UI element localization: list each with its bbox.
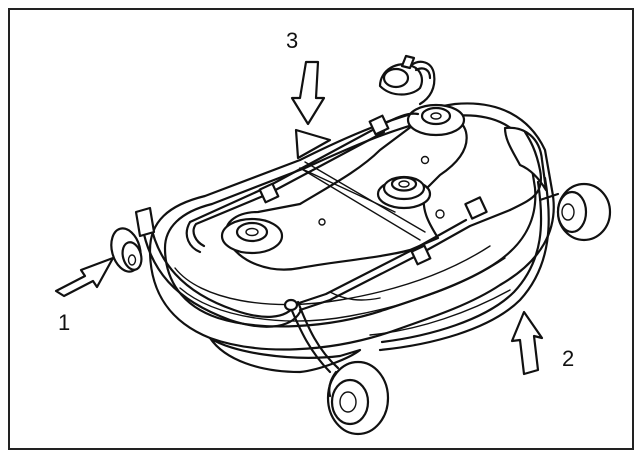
deck-bolt-right: [435, 209, 445, 219]
deck-contour-4: [369, 289, 511, 336]
deck-contour-3: [329, 291, 381, 301]
right-rear-pulley: [406, 103, 466, 137]
belt-strand-3: [304, 161, 426, 233]
rod-clip-2: [368, 114, 390, 136]
right-arm: [508, 130, 543, 212]
front-wheel-strut-inner: [296, 300, 340, 370]
callout-2-arrow: [510, 310, 544, 376]
deck-bolt-left: [318, 218, 326, 226]
right-gauge-wheel: [538, 182, 612, 242]
hanger-bracket: [134, 112, 550, 374]
callout-1-label: 1: [58, 310, 70, 335]
callout-2-label: 2: [562, 346, 574, 371]
front-wheel-strut: [288, 304, 332, 374]
left-wheel-bracket: [134, 206, 156, 238]
callout-3-arrow: [290, 60, 326, 126]
strut-pivot: [283, 298, 299, 312]
left-arm: [140, 223, 302, 328]
rod-clip-1: [258, 182, 280, 204]
deck-right-housing: [503, 126, 548, 192]
left-pulley: [220, 217, 284, 255]
deck-contour-1: [174, 245, 491, 306]
callout-3-label: 3: [286, 28, 298, 53]
belt-cover: [224, 114, 468, 271]
right-arm-lower: [378, 176, 550, 352]
front-hanger-rod-inner: [294, 218, 468, 306]
left-gauge-wheel: [110, 227, 143, 273]
idler-bolt: [420, 155, 430, 165]
rear-hanger-rod-inner: [192, 130, 386, 248]
rear-roller: [378, 54, 436, 106]
left-arm-inner: [148, 220, 298, 318]
deck-contour-2: [179, 257, 506, 322]
rod-clip-3: [410, 244, 432, 266]
belt-strand-1: [299, 167, 421, 241]
right-arm-lower-inner: [380, 180, 543, 344]
center-pulley: [376, 175, 432, 210]
rod-clip-4: [464, 196, 488, 220]
callout-1-arrow: [54, 256, 115, 298]
belt-guide-fin: [294, 128, 332, 160]
front-gauge-wheel: [326, 360, 390, 436]
